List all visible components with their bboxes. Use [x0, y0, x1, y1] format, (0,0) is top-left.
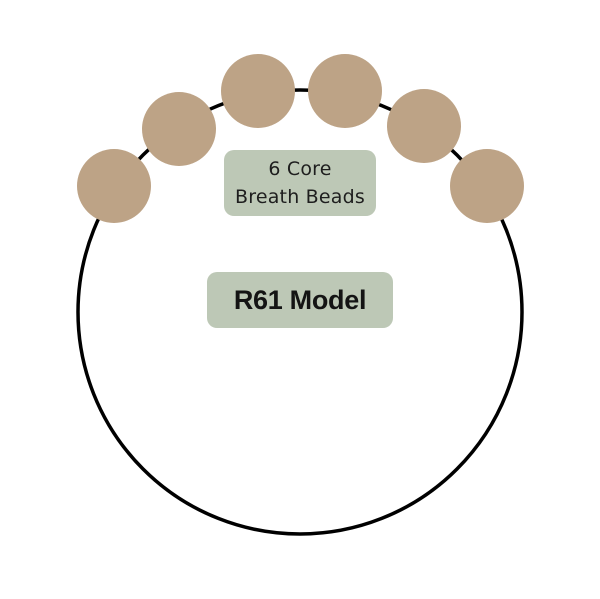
- bead-5: [387, 89, 461, 163]
- beads-group: [77, 54, 524, 223]
- model-label: R61 Model: [207, 272, 393, 328]
- bead-6: [450, 149, 524, 223]
- bracelet-ring: [76, 88, 524, 536]
- bead-3: [221, 54, 295, 128]
- bead-2: [142, 92, 216, 166]
- beads-label-line2: Breath Beads: [234, 186, 366, 208]
- beads-label-line1: 6 Core: [268, 158, 332, 180]
- bead-4: [308, 54, 382, 128]
- beads-label: 6 Core Breath Beads: [224, 150, 376, 216]
- bead-1: [77, 149, 151, 223]
